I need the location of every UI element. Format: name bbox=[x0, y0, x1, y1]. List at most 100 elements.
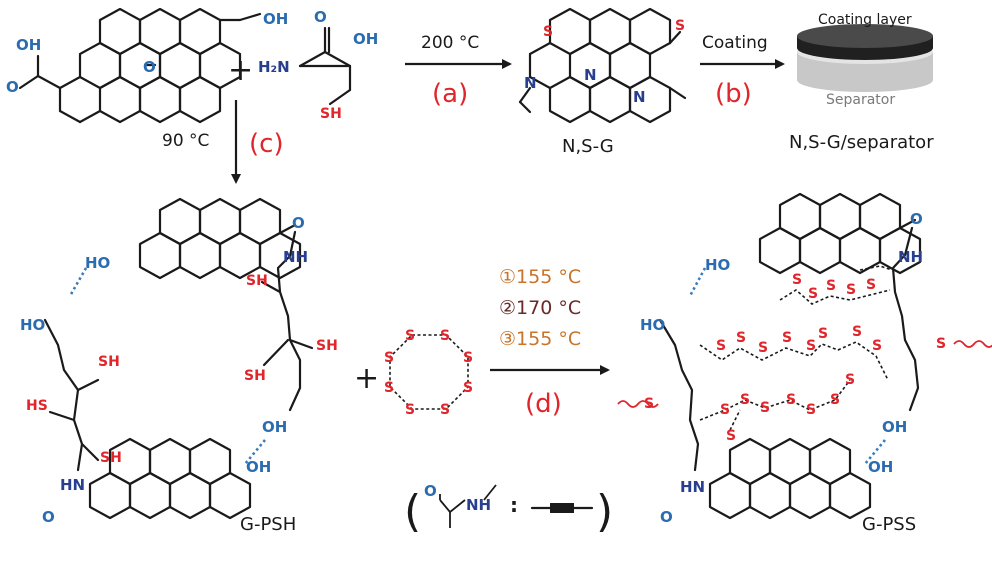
separator-product-name: N,S-G/separator bbox=[789, 132, 934, 153]
s8-atom-4: S bbox=[463, 380, 473, 396]
s8-atom-7: S bbox=[384, 380, 394, 396]
nsg-sulfur-left: S bbox=[543, 24, 553, 40]
gpsh-structure: HO O NH HO SH SH SH SH HS SH OH OH HN O bbox=[20, 197, 338, 526]
coated-separator: Coating layer Separator bbox=[797, 12, 933, 108]
s8-ring: S S S S S S S S bbox=[384, 328, 473, 418]
arrow-b-label: (b) bbox=[715, 79, 752, 109]
carboxyl-oh-label: OH bbox=[16, 36, 41, 54]
gpss-s-21: S bbox=[726, 428, 736, 444]
gpss-s-3: S bbox=[758, 340, 768, 356]
gpss-s-16: S bbox=[760, 400, 770, 416]
epoxide-o-label: O bbox=[143, 58, 156, 76]
gpss-structure: HO O NH HO OH OH HN O S S S S S S S S S … bbox=[617, 192, 992, 526]
gpsh-sh-2: SH bbox=[316, 338, 338, 354]
arrow-d-label: (d) bbox=[525, 389, 562, 419]
arrow-d: ①155 °C ②170 °C ③155 °C (d) bbox=[490, 266, 610, 419]
arrow-c: 90 °C (c) bbox=[162, 100, 284, 184]
gpsh-right-cooh: OH bbox=[262, 418, 287, 436]
gpss-s-5: S bbox=[806, 338, 816, 354]
gpsh-sh-1: SH bbox=[246, 273, 268, 289]
separator-label: Separator bbox=[826, 92, 895, 108]
gpsh-bottom-hn: HN bbox=[60, 476, 85, 494]
gpss-s-13: S bbox=[866, 277, 876, 293]
s8-atom-2: S bbox=[440, 328, 450, 344]
gpss-bottom-hn: HN bbox=[680, 478, 705, 496]
gpss-s-4: S bbox=[782, 330, 792, 346]
gpss-top-oh: HO bbox=[705, 256, 730, 274]
s8-atom-3: S bbox=[463, 350, 473, 366]
legend-nh: NH bbox=[466, 496, 491, 514]
s8-atom-8: S bbox=[384, 350, 394, 366]
gpsh-hs-5: HS bbox=[26, 398, 48, 414]
arrow-c-condition: 90 °C bbox=[162, 131, 209, 151]
arrow-a-label: (a) bbox=[432, 79, 468, 109]
gpss-top-carbonyl: O bbox=[910, 210, 923, 228]
gpss-s-14: S bbox=[720, 402, 730, 418]
gpsh-sh-4: SH bbox=[98, 354, 120, 370]
gpsh-top-nh: NH bbox=[283, 248, 308, 266]
gpss-s-18: S bbox=[806, 402, 816, 418]
gpss-s-2: S bbox=[736, 330, 746, 346]
arrow-a: 200 °C (a) bbox=[405, 33, 512, 109]
gpsh-sh-3: SH bbox=[244, 368, 266, 384]
nsg-nitrogen-left: N bbox=[524, 74, 537, 92]
gpsh-bottom-oh: OH bbox=[246, 458, 271, 476]
plus-sign-1: + bbox=[228, 53, 253, 88]
gpsh-name: G-PSH bbox=[240, 514, 296, 535]
arrow-d-step-2: ②170 °C bbox=[499, 297, 581, 319]
cysteine-oh: OH bbox=[353, 30, 378, 48]
carbonyl-o-label: O bbox=[6, 78, 19, 96]
graphene-oxide-fragment: OH OH O O bbox=[6, 7, 288, 124]
gpss-top-nh: NH bbox=[898, 248, 923, 266]
gpss-s-20: S bbox=[845, 372, 855, 388]
arrow-d-step-1: ①155 °C bbox=[499, 266, 581, 288]
gpss-s-19: S bbox=[830, 392, 840, 408]
nsg-nitrogen-center: N bbox=[584, 66, 597, 84]
legend-colon: : bbox=[510, 493, 518, 517]
nsg-sulfur-right: S bbox=[675, 18, 685, 34]
coating-layer-label: Coating layer bbox=[818, 12, 912, 28]
cysteine-thiol: SH bbox=[320, 106, 342, 122]
plus-sign-2: + bbox=[354, 361, 379, 396]
legend-bracket-right: ) bbox=[596, 486, 613, 537]
s8-atom-1: S bbox=[405, 328, 415, 344]
cysteine-amine: H₂N bbox=[258, 58, 290, 76]
gpss-s-15: S bbox=[740, 392, 750, 408]
gpss-right-cooh: OH bbox=[882, 418, 907, 436]
gpss-s-7: S bbox=[852, 324, 862, 340]
hydroxyl-label: OH bbox=[263, 10, 288, 28]
legend-o: O bbox=[424, 482, 437, 500]
gpss-s-11: S bbox=[826, 278, 836, 294]
s8-atom-5: S bbox=[440, 402, 450, 418]
gpsh-bottom-carbonyl: O bbox=[42, 508, 55, 526]
gpss-s-17: S bbox=[786, 392, 796, 408]
gpss-s-8: S bbox=[872, 338, 882, 354]
gpss-s-1: S bbox=[716, 338, 726, 354]
gpss-s-12: S bbox=[846, 282, 856, 298]
s8-atom-6: S bbox=[405, 402, 415, 418]
arrow-b-condition: Coating bbox=[702, 33, 768, 53]
gpss-s-9: S bbox=[792, 272, 802, 288]
gpsh-sh-6: SH bbox=[100, 450, 122, 466]
cysteine-molecule: O OH H₂N SH bbox=[258, 8, 378, 122]
arrow-b: Coating (b) bbox=[700, 33, 785, 109]
gpss-bottom-carbonyl: O bbox=[660, 508, 673, 526]
gpss-name: G-PSS bbox=[862, 514, 916, 535]
nsg-name: N,S-G bbox=[562, 136, 614, 157]
gpss-s-23: S bbox=[644, 396, 654, 412]
nsg-structure: S S N N N bbox=[518, 7, 687, 124]
nsg-nitrogen-right: N bbox=[633, 88, 646, 106]
legend-bracket-left: ( bbox=[404, 486, 421, 537]
gpss-s-6: S bbox=[818, 326, 828, 342]
gpsh-top-oh: HO bbox=[85, 254, 110, 272]
gpsh-top-carbonyl: O bbox=[292, 214, 305, 232]
arrow-c-label: (c) bbox=[249, 129, 284, 159]
gpss-bottom-oh: OH bbox=[868, 458, 893, 476]
gpss-left-cooh: HO bbox=[640, 316, 665, 334]
legend-amide-linker: ( ) O NH : bbox=[404, 482, 613, 537]
arrow-d-step-3: ③155 °C bbox=[499, 328, 581, 350]
arrow-a-condition: 200 °C bbox=[421, 33, 479, 53]
gpss-s-10: S bbox=[808, 286, 818, 302]
cysteine-carbonyl-o: O bbox=[314, 8, 327, 26]
